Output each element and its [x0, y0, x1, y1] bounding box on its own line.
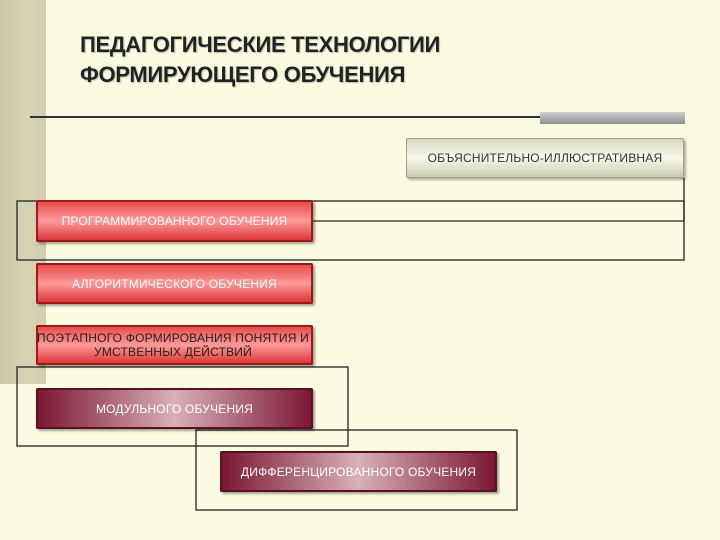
node-explanatory-illustrative: ОБЪЯСНИТЕЛЬНО-ИЛЛЮСТРАТИВНАЯ [406, 138, 684, 178]
node-label: ДИФФЕРЕНЦИРОВАННОГО ОБУЧЕНИЯ [240, 464, 477, 479]
node-stepwise-formation-bg [36, 325, 313, 365]
node-label: АЛГОРИТМИЧЕСКОГО ОБУЧЕНИЯ [72, 276, 277, 291]
node-label-line-1: ПОЭТАПНОГО ФОРМИРОВАНИЯ ПОНЯТИЯ И [37, 331, 309, 345]
sidebar-strip [0, 0, 46, 384]
node-label: ПРОГРАММИРОВАННОГО ОБУЧЕНИЯ [61, 214, 288, 228]
node-label: ОБЪЯСНИТЕЛЬНО-ИЛЛЮСТРАТИВНАЯ [427, 151, 663, 165]
page-title: ПЕДАГОГИЧЕСКИЕ ТЕХНОЛОГИИ ФОРМИРУЮЩЕГО О… [80, 30, 440, 90]
node-modular-learning: МОДУЛЬНОГО ОБУЧЕНИЯ [36, 388, 313, 429]
title-rule-accent [540, 112, 685, 124]
connector-frame-3 [195, 429, 518, 511]
connector-frame-2 [16, 366, 349, 447]
title-line-1: ПЕДАГОГИЧЕСКИЕ ТЕХНОЛОГИИ [80, 32, 441, 57]
node-label-line-2: УМСТВЕННЫХ ДЕЙСТВИЙ [94, 345, 252, 359]
node-algorithmic-learning: АЛГОРИТМИЧЕСКОГО ОБУЧЕНИЯ [36, 263, 313, 304]
node-label: МОДУЛЬНОГО ОБУЧЕНИЯ [95, 401, 254, 416]
node-differentiated-learning: ДИФФЕРЕНЦИРОВАННОГО ОБУЧЕНИЯ [220, 451, 497, 492]
node-stepwise-formation: ПОЭТАПНОГО ФОРМИРОВАНИЯ ПОНЯТИЯ И УМСТВЕ… [8, 325, 338, 365]
connector-frame-1 [16, 200, 685, 261]
title-line-2: ФОРМИРУЮЩЕГО ОБУЧЕНИЯ [80, 62, 406, 87]
title-rule [30, 116, 685, 118]
node-programmed-learning: ПРОГРАММИРОВАННОГО ОБУЧЕНИЯ [36, 200, 313, 242]
connector-explanatory-programmed [313, 178, 685, 222]
